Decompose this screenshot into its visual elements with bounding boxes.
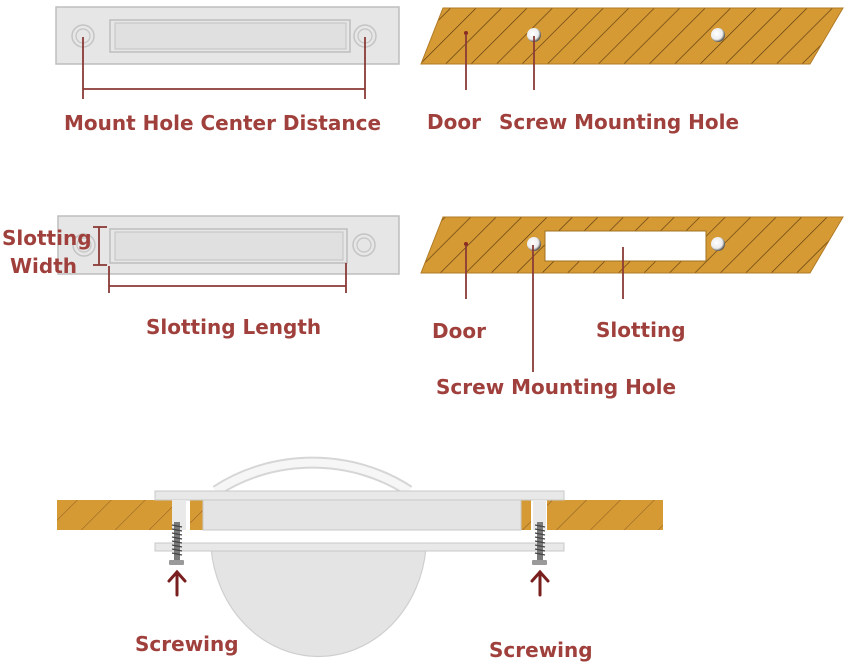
center-distance-dimension (82, 37, 366, 99)
screwing-label-left: Screwing (135, 632, 239, 656)
slot-opening (544, 230, 707, 262)
screw-mounting-hole-label-middle: Screw Mounting Hole (436, 375, 677, 399)
slotting-width-label-line1: Slotting (2, 226, 92, 250)
up-arrow-icon (530, 569, 550, 597)
slotting-dimensions (93, 226, 347, 293)
up-arrow-icon (167, 569, 187, 597)
installation-cross-section (57, 456, 663, 657)
slotting-label: Slotting (596, 318, 686, 342)
mount-hole-center-distance-label: Mount Hole Center Distance (64, 111, 382, 135)
screwing-label-right: Screwing (489, 638, 593, 662)
door-label-middle: Door (432, 319, 486, 343)
screw-mounting-hole-label-top: Screw Mounting Hole (499, 110, 740, 134)
screw-hole-right (711, 28, 725, 42)
screw-hole-left (527, 237, 541, 251)
door-label-top: Door (427, 110, 481, 134)
slotting-width-label-line2: Width (10, 254, 78, 278)
screw-hole-left (527, 28, 541, 42)
door-panel-top (420, 7, 844, 65)
screw-hole-right (711, 237, 725, 251)
door-panel-middle (420, 216, 844, 274)
mount-plate-top (55, 6, 400, 65)
screw-left (169, 522, 184, 565)
mount-plate-middle (57, 215, 400, 275)
screw-right (532, 522, 547, 565)
slotting-length-label: Slotting Length (146, 315, 322, 339)
